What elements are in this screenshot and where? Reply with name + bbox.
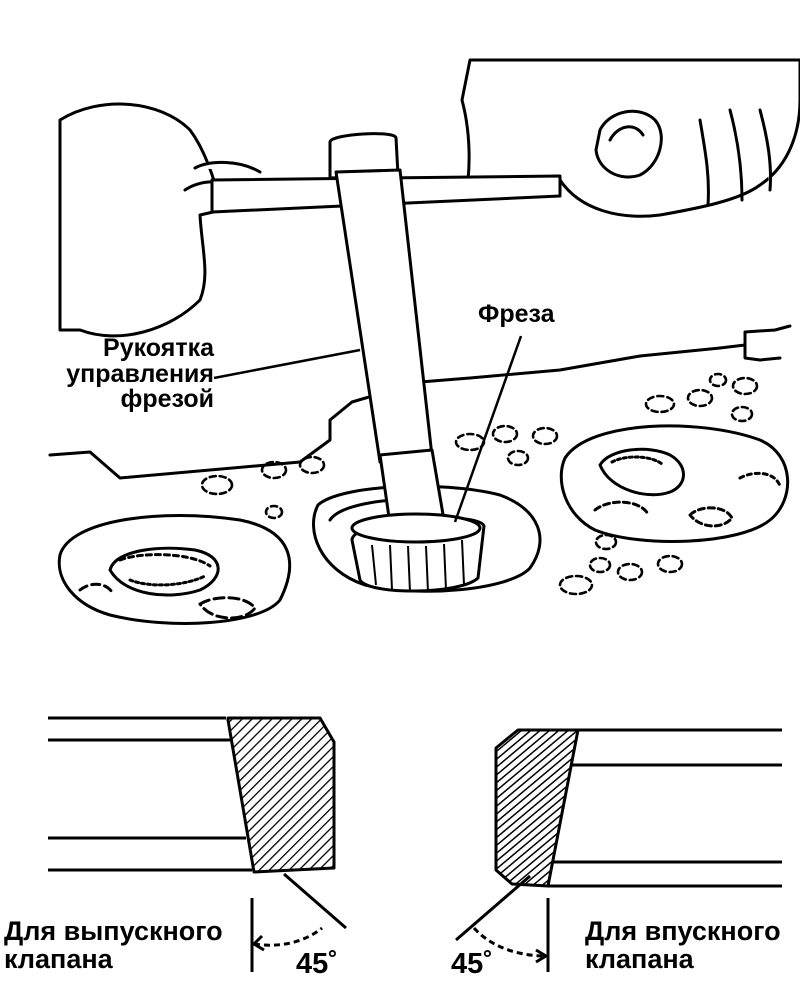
cylinder-head <box>48 324 792 625</box>
left-chamber <box>57 514 292 625</box>
exhaust-label: Для выпускного клапана <box>4 916 223 974</box>
handle-label: Рукоятка управления фрезой <box>66 334 215 413</box>
intake-label-line-1: Для впускного <box>585 916 781 946</box>
leader-lines <box>213 335 523 523</box>
cutter-handle <box>210 132 562 593</box>
exhaust-label-line-2: клапана <box>4 943 113 974</box>
bolt-holes <box>200 372 759 596</box>
right-chamber <box>559 424 790 543</box>
handle-label-line-2: управления <box>66 359 214 388</box>
cutter-label: Фреза <box>478 300 555 328</box>
exhaust-valve-section <box>48 716 347 972</box>
intake-angle-label: 45˚ <box>451 948 493 980</box>
intake-label: Для впускного клапана <box>585 916 781 974</box>
exhaust-angle-label: 45˚ <box>296 948 338 980</box>
intake-valve-section <box>455 728 782 972</box>
handle-label-line-1: Рукоятка <box>103 334 214 362</box>
intake-label-line-2: клапана <box>585 943 694 974</box>
handle-label-line-3: фрезой <box>120 385 215 413</box>
exhaust-label-line-1: Для выпускного <box>4 916 223 946</box>
